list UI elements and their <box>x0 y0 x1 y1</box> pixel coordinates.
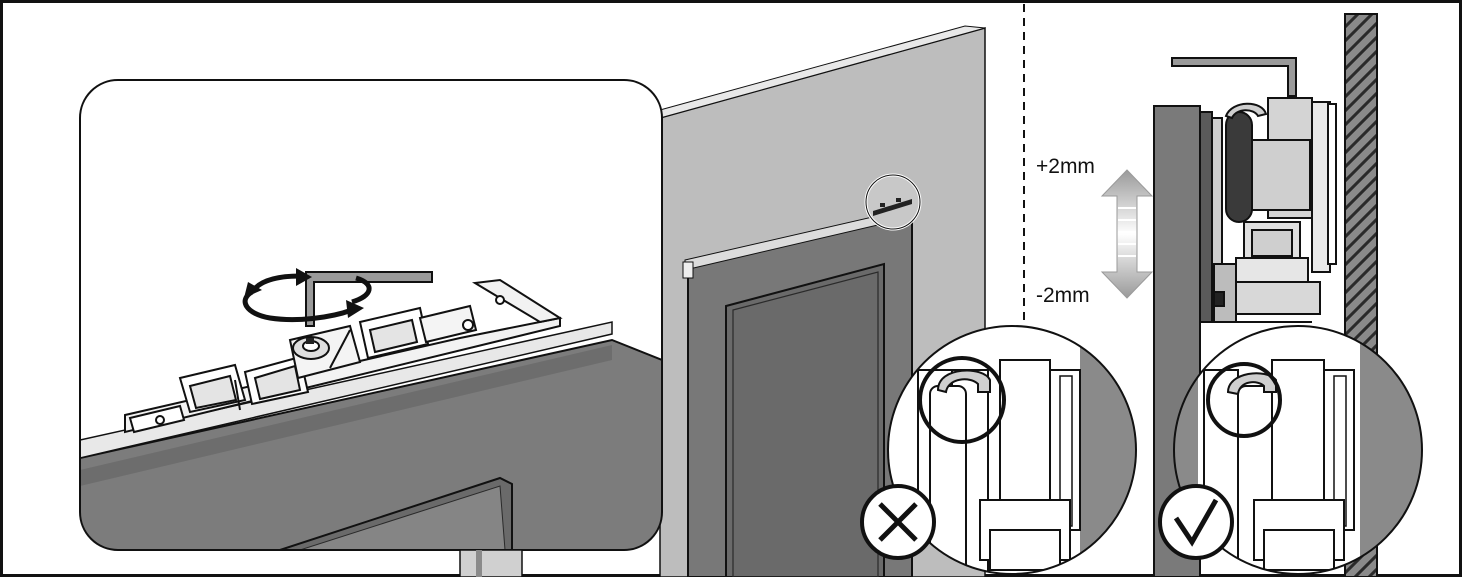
hanger-section <box>1200 98 1336 322</box>
door-inset-panel <box>726 264 884 577</box>
label-minus-2mm: -2mm <box>1036 284 1090 307</box>
roller-wheel <box>1226 112 1252 222</box>
label-plus-2mm: +2mm <box>1036 155 1095 178</box>
cross-icon <box>862 486 934 558</box>
zoom-detail-panel <box>80 80 662 550</box>
checkmark-icon <box>1160 486 1232 558</box>
